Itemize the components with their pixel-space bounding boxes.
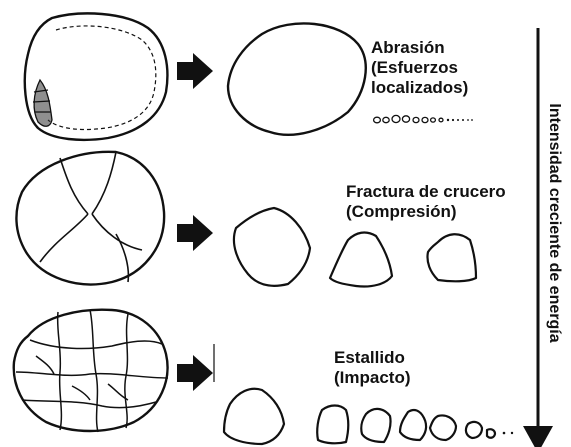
stage-subtitle-cleavage: (Compresión) [346, 202, 457, 221]
stage-subtitle-abrasion-line2: localizados) [371, 78, 469, 97]
arrow-right-icon [177, 53, 213, 89]
cleavage-fragment [328, 231, 394, 288]
abrasion-inner-outline [47, 25, 157, 131]
stage-title-cleavage: Fractura de crucero [346, 182, 506, 201]
shatter-fragment [360, 407, 392, 444]
arrow-right-icon [177, 355, 213, 391]
abrasion-worn-zone [32, 78, 53, 127]
shatter-fragment [464, 420, 484, 440]
stage-title-shatter: Estallido [334, 348, 405, 367]
cleavage-fragment [426, 233, 478, 283]
shatter-fragment [316, 404, 350, 445]
abrasion-rounded-particle [226, 22, 367, 136]
shatter-fragment [485, 428, 497, 439]
stage-subtitle-abrasion-line1: (Esfuerzos [371, 58, 458, 77]
abrasion-fine-particles [372, 114, 444, 124]
shatter-crack-lines [15, 309, 169, 433]
shatter-fine-dots [502, 431, 514, 435]
shatter-fragment [398, 408, 428, 442]
abrasion-original-particle [23, 12, 169, 142]
shatter-fragment [222, 387, 286, 446]
shatter-fragments [222, 387, 497, 446]
abrasion-fine-dots [446, 118, 473, 122]
shatter-fragment [428, 414, 458, 442]
stage-subtitle-shatter: (Impacto) [334, 368, 411, 387]
arrow-right-icon [177, 215, 213, 251]
stage-title-abrasion: Abrasión [371, 38, 445, 57]
energy-axis-label: Intensidad creciente de energía [546, 103, 563, 343]
cleavage-fragments [232, 206, 478, 288]
cleavage-original-particle [15, 150, 166, 286]
cleavage-crack-lines [39, 151, 143, 283]
cleavage-fragment [232, 206, 312, 287]
shatter-original-particle [12, 308, 169, 433]
